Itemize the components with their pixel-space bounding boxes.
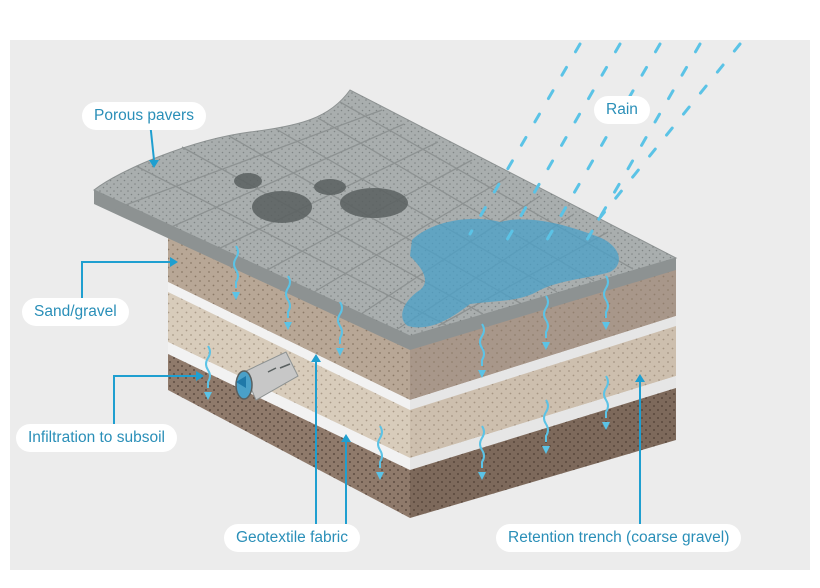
- geotextile-lower-left: [168, 342, 410, 470]
- label-porous-pavers: Porous pavers: [82, 102, 206, 130]
- label-retention: Retention trench (coarse gravel): [496, 524, 742, 552]
- label-infiltration: Infiltration to subsoil: [16, 424, 177, 452]
- geotextile-lower-right: [410, 376, 676, 470]
- label-geotextile: Geotextile fabric: [224, 524, 360, 552]
- geotextile-upper-left: [168, 282, 410, 410]
- leader-arrowheads: [149, 160, 645, 442]
- drain-pipe: [235, 351, 299, 401]
- rain: [468, 42, 742, 254]
- infiltration-arrows: [205, 245, 609, 468]
- geotextile-upper-right: [410, 316, 676, 410]
- paver-edge: [94, 190, 676, 350]
- footprints: [234, 173, 408, 223]
- label-sand-gravel: Sand/gravel: [22, 298, 129, 326]
- water-puddle: [402, 218, 619, 328]
- label-rain: Rain: [594, 96, 650, 124]
- arrow-heads: [204, 292, 610, 480]
